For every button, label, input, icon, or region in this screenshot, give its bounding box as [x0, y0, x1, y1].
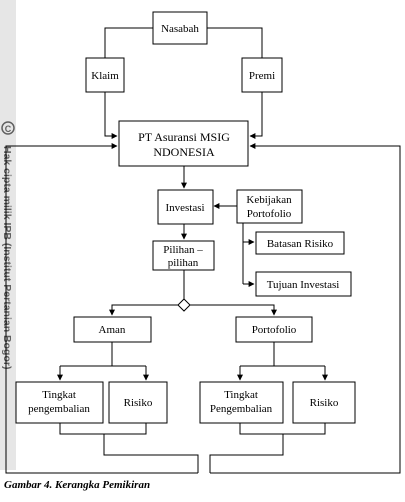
node-tingkat-pengembalian-portofolio: Tingkat Pengembalian [199, 381, 284, 424]
node-risiko-portofolio: Risiko [292, 381, 356, 424]
node-tingkat-right-label-line1: Tingkat [224, 389, 258, 401]
node-kebijakan-portofolio: Kebijakan Portofolio [236, 189, 303, 224]
node-kebijakan-label-line1: Kebijakan [246, 194, 292, 206]
node-risiko-aman: Risiko [108, 381, 168, 424]
node-tingkat-pengembalian-aman: Tingkat pengembalian [15, 381, 104, 424]
node-tujuan-label: Tujuan Investasi [267, 279, 340, 291]
copyright-icon [1, 121, 15, 135]
watermark: C Hak cipta milik IPB (Institut Pertania… [1, 121, 15, 369]
node-pt-label-line2: NDONESIA [153, 145, 215, 159]
node-tujuan-investasi: Tujuan Investasi [255, 271, 352, 297]
node-klaim: Klaim [85, 57, 125, 93]
node-pilihan-label-line2: pilihan [168, 257, 199, 269]
node-aman-label: Aman [99, 324, 126, 336]
watermark-strip [0, 0, 16, 470]
node-pt-asuransi: PT Asuransi MSIG NDONESIA [118, 120, 249, 167]
connectors [5, 27, 401, 474]
node-nasabah-label: Nasabah [161, 23, 199, 35]
node-tingkat-right-label-line2: Pengembalian [210, 403, 273, 415]
node-premi-label: Premi [249, 70, 275, 82]
node-pilihan-label-line1: Pilihan – [163, 244, 203, 256]
node-kebijakan-label-line2: Portofolio [247, 208, 292, 220]
node-portofolio: Portofolio [235, 316, 313, 343]
node-premi: Premi [241, 57, 283, 93]
decision-diamond [177, 298, 191, 312]
node-klaim-label: Klaim [91, 70, 119, 82]
node-aman: Aman [73, 316, 152, 343]
node-portofolio-label: Portofolio [252, 324, 297, 336]
copyright-symbol: C [5, 124, 12, 134]
node-nasabah: Nasabah [152, 11, 208, 45]
node-investasi-label: Investasi [165, 202, 204, 214]
node-tingkat-left-label-line2: pengembalian [28, 403, 90, 415]
watermark-text: Hak cipta milik IPB (Institut Pertanian … [1, 146, 13, 369]
node-tingkat-left-label-line1: Tingkat [42, 389, 76, 401]
node-investasi: Investasi [157, 189, 214, 225]
node-pilihan: Pilihan – pilihan [152, 240, 215, 271]
node-risiko-right-label: Risiko [310, 397, 339, 409]
node-batasan-label: Batasan Risiko [267, 238, 334, 250]
node-batasan-risiko: Batasan Risiko [255, 231, 345, 255]
node-pt-label-line1: PT Asuransi MSIG [138, 130, 230, 144]
node-risiko-left-label: Risiko [124, 397, 153, 409]
figure-caption: Gambar 4. Kerangka Pemikiran [4, 479, 150, 491]
